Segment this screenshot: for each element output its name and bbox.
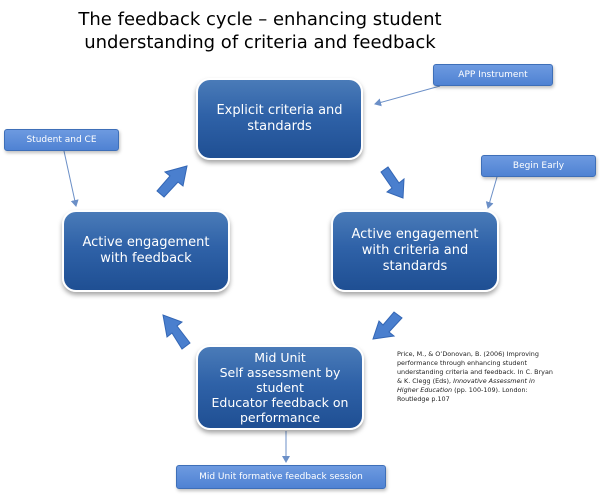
box-engagement-criteria: Active engagement with criteria and stan… xyxy=(331,210,499,292)
cycle-arrow-left-top xyxy=(156,165,188,198)
box-engagement-feedback-label: Active engagement with feedback xyxy=(82,235,210,266)
connector-student xyxy=(63,150,79,207)
callout-mid-unit-session-label: Mid Unit formative feedback session xyxy=(199,472,363,482)
reference-part-1: Price, M., & O’Donovan, B. (2006) Improv… xyxy=(397,350,553,385)
connector-app xyxy=(374,85,441,107)
reference-part-2: (pp. 100-109). London: Routledge p.107 xyxy=(397,386,528,403)
reference-citation: Price, M., & O’Donovan, B. (2006) Improv… xyxy=(397,350,557,404)
cycle-arrow-top-right xyxy=(380,166,405,199)
box-mid-unit: Mid Unit Self assessment by student Educ… xyxy=(196,345,364,430)
cycle-arrow-right-bottom xyxy=(372,311,403,340)
callout-app-instrument: APP Instrument xyxy=(433,64,553,86)
callout-begin-early-label: Begin Early xyxy=(512,161,565,171)
title-line-2: understanding of criteria and feedback xyxy=(84,32,436,53)
box-explicit-criteria: Explicit criteria and standards xyxy=(196,78,363,160)
callout-app-instrument-label: APP Instrument xyxy=(458,70,528,80)
callout-mid-unit-session: Mid Unit formative feedback session xyxy=(176,465,386,489)
page-title: The feedback cycle – enhancing student u… xyxy=(60,8,460,54)
title-line-1: The feedback cycle – enhancing student xyxy=(78,9,442,30)
box-mid-unit-line-1: Mid Unit xyxy=(254,350,306,365)
box-mid-unit-line-2: Self assessment by student xyxy=(219,365,341,395)
cycle-arrow-bottom-left xyxy=(162,314,191,350)
box-mid-unit-line-3: Educator feedback on performance xyxy=(211,395,349,425)
callout-student-ce-label: Student and CE xyxy=(26,135,97,145)
box-explicit-criteria-label: Explicit criteria and standards xyxy=(216,103,343,134)
connector-begin xyxy=(485,176,498,209)
reference-book-title: Innovative Assessment in Higher Educatio… xyxy=(397,377,535,394)
callout-begin-early: Begin Early xyxy=(481,155,596,177)
box-engagement-feedback: Active engagement with feedback xyxy=(62,210,230,292)
callout-student-ce: Student and CE xyxy=(4,129,119,151)
box-engagement-criteria-label: Active engagement with criteria and stan… xyxy=(351,227,479,274)
